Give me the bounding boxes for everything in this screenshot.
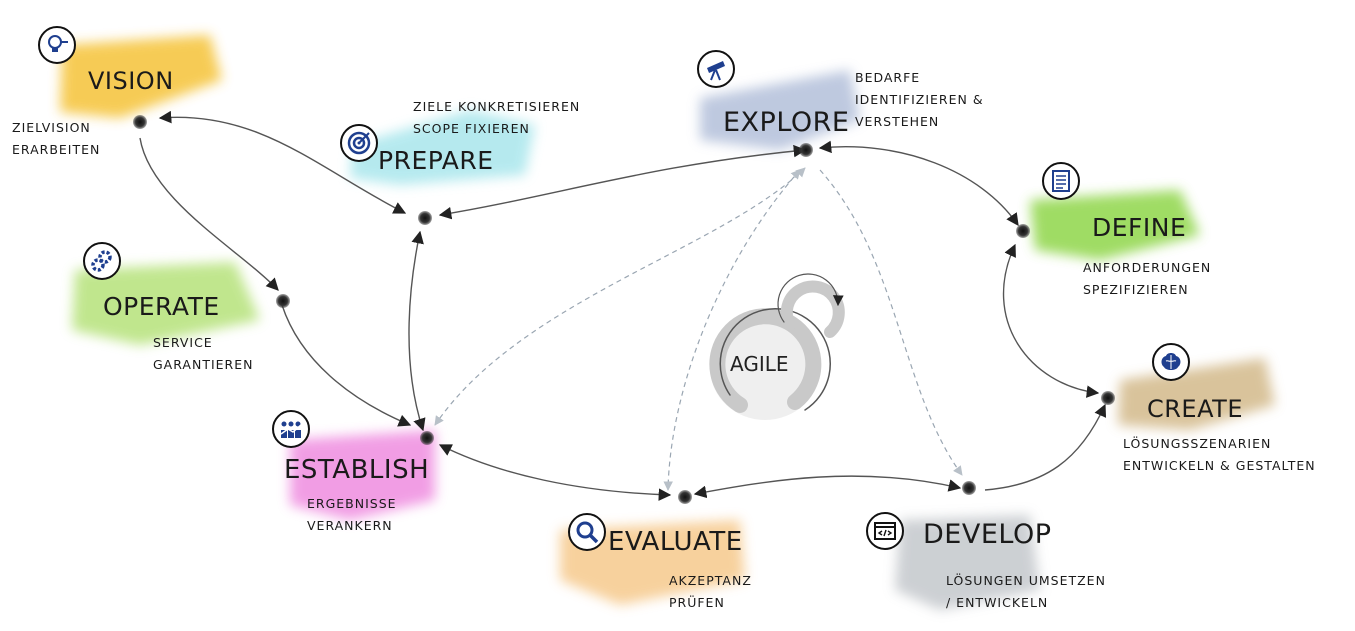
checklist-icon bbox=[1042, 162, 1080, 200]
connector-explore-define bbox=[818, 140, 1019, 227]
connector-create-develop bbox=[984, 403, 1107, 491]
phase-desc-vision: ZIELVISION ERARBEITEN bbox=[12, 117, 100, 161]
evaluate-highlight bbox=[560, 520, 745, 605]
phase-desc-line: BEDARFE bbox=[855, 70, 921, 85]
phase-desc-explore: BEDARFE IDENTIFIZIEREN & VERSTEHEN bbox=[855, 67, 984, 133]
lightbulb-icon bbox=[38, 26, 76, 64]
agile-small-loop-outline bbox=[777, 273, 844, 323]
node-establish bbox=[420, 431, 434, 445]
define-highlight bbox=[1030, 190, 1200, 260]
phase-desc-line: GARANTIEREN bbox=[153, 357, 254, 372]
connector-establish-prepare bbox=[408, 230, 426, 432]
phase-desc-line: VERSTEHEN bbox=[855, 114, 940, 129]
node-create bbox=[1101, 391, 1115, 405]
phase-desc-operate: SERVICE GARANTIEREN bbox=[153, 332, 253, 376]
dashed-explore-establish bbox=[434, 167, 806, 426]
node-prepare bbox=[418, 211, 432, 225]
dashed-feedback bbox=[434, 167, 963, 491]
phase-title-vision: VISION bbox=[88, 67, 174, 95]
agile-small-loop bbox=[780, 280, 845, 338]
phase-desc-line: LÖSUNGSSZENARIEN bbox=[1123, 436, 1272, 451]
phase-desc-line: SCOPE FIXIEREN bbox=[413, 121, 530, 136]
connector-arrows bbox=[139, 110, 1107, 501]
establish-highlight bbox=[290, 430, 435, 520]
phase-desc-line: AKZEPTANZ bbox=[669, 573, 752, 588]
node-operate bbox=[276, 294, 290, 308]
phase-desc-line: SPEZIFIZIEREN bbox=[1083, 282, 1189, 297]
phase-desc-define: ANFORDERUNGEN SPEZIFIZIEREN bbox=[1083, 257, 1211, 301]
target-icon bbox=[340, 124, 378, 162]
phase-desc-create: LÖSUNGSSZENARIEN ENTWICKELN & GESTALTEN bbox=[1123, 433, 1316, 477]
node-develop bbox=[962, 481, 976, 495]
magnifier-icon bbox=[568, 513, 606, 551]
gears-icon bbox=[83, 242, 121, 280]
connector-vision-prepare bbox=[158, 110, 407, 214]
phase-desc-establish: ERGEBNISSE VERANKERN bbox=[307, 493, 397, 537]
node-vision bbox=[133, 115, 147, 129]
phase-title-explore: EXPLORE bbox=[723, 107, 850, 138]
vision-highlight bbox=[60, 35, 222, 118]
phase-desc-line: SERVICE bbox=[153, 335, 213, 350]
node-evaluate bbox=[678, 490, 692, 504]
highlight-swashes bbox=[60, 35, 1275, 610]
phase-desc-line: IDENTIFIZIEREN & bbox=[855, 92, 984, 107]
phase-desc-line: VERANKERN bbox=[307, 518, 393, 533]
node-explore bbox=[799, 143, 813, 157]
node-define bbox=[1016, 224, 1030, 238]
phase-desc-line: ERGEBNISSE bbox=[307, 496, 397, 511]
phase-title-define: DEFINE bbox=[1092, 213, 1187, 242]
phase-title-develop: DEVELOP bbox=[923, 519, 1052, 550]
phase-desc-line: ZIELVISION bbox=[12, 120, 91, 135]
phase-desc-line: ZIELE KONKRETISIEREN bbox=[413, 99, 581, 114]
phase-title-operate: OPERATE bbox=[103, 292, 220, 321]
explore-highlight bbox=[700, 70, 860, 150]
phase-desc-prepare: ZIELE KONKRETISIEREN SCOPE FIXIEREN bbox=[413, 96, 580, 140]
develop-highlight bbox=[895, 515, 1040, 610]
team-growth-icon bbox=[272, 410, 310, 448]
telescope-icon bbox=[697, 50, 735, 88]
operate-highlight bbox=[72, 262, 260, 345]
phase-desc-evaluate: AKZEPTANZ PRÜFEN bbox=[669, 570, 752, 614]
connector-operate-vision bbox=[139, 137, 279, 291]
phase-desc-line: / ENTWICKELN bbox=[946, 595, 1049, 610]
agile-cycle-symbol bbox=[709, 273, 845, 420]
phase-desc-line: ENTWICKELN & GESTALTEN bbox=[1123, 458, 1316, 473]
agile-big-loop bbox=[709, 308, 822, 413]
phase-title-establish: ESTABLISH bbox=[284, 455, 430, 485]
dashed-explore-evaluate bbox=[663, 169, 801, 491]
dashed-explore-develop bbox=[819, 169, 963, 476]
phase-title-evaluate: EVALUATE bbox=[608, 527, 743, 557]
phase-desc-line: LÖSUNGEN UMSETZEN bbox=[946, 573, 1106, 588]
agile-label: AGILE bbox=[730, 352, 789, 376]
phase-desc-develop: LÖSUNGEN UMSETZEN / ENTWICKELN bbox=[946, 570, 1106, 614]
connector-evaluate-establish bbox=[438, 444, 672, 501]
connector-establish-operate bbox=[281, 304, 412, 427]
code-window-icon bbox=[866, 512, 904, 550]
phase-desc-line: ERARBEITEN bbox=[12, 142, 101, 157]
phase-title-prepare: PREPARE bbox=[378, 146, 494, 175]
connector-define-create bbox=[1002, 243, 1100, 398]
phase-desc-line: PRÜFEN bbox=[669, 595, 725, 610]
brain-icon bbox=[1152, 343, 1190, 381]
phase-desc-line: ANFORDERUNGEN bbox=[1083, 260, 1212, 275]
phase-title-create: CREATE bbox=[1147, 395, 1243, 423]
connector-develop-evaluate bbox=[693, 475, 962, 499]
